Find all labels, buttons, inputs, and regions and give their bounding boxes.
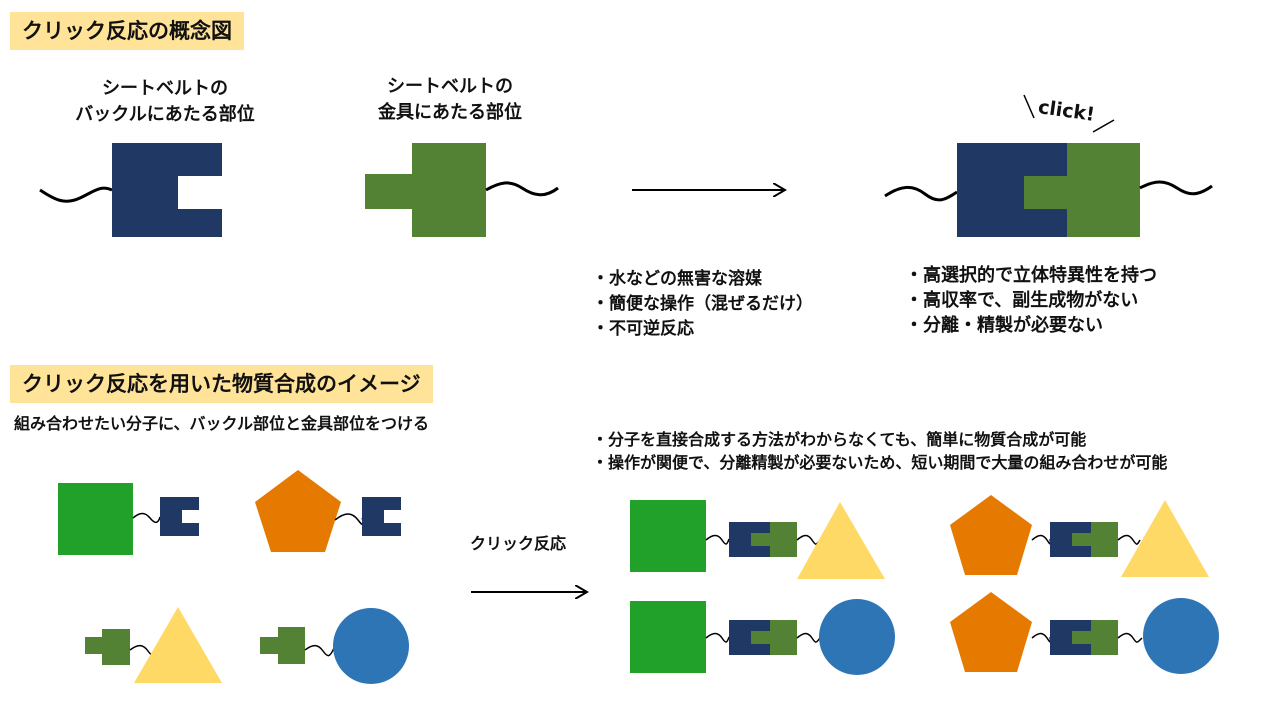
metal-caption: シートベルトの 金具にあたる部位: [325, 74, 575, 126]
feature-item: 不可逆反応: [592, 317, 813, 342]
feature-item: 分離・精製が必要ない: [905, 313, 1157, 338]
metal-caption-line-2: 金具にあたる部位: [378, 102, 522, 123]
product-features-list: 高選択的で立体特異性を持つ 高収率で、副生成物がない 分離・精製が必要ない: [905, 263, 1157, 338]
metal-shape: [260, 627, 305, 664]
metal-shape: [365, 143, 486, 237]
green-square: [630, 500, 706, 572]
tether-wave: [39, 186, 113, 203]
metal-shape: [1072, 620, 1118, 655]
blue-circle: [333, 608, 409, 684]
linker-wave: [334, 513, 365, 526]
synthesis-heading: クリック反応を用いた物質合成のイメージ: [10, 365, 433, 403]
yellow-triangle: [1121, 500, 1209, 577]
blue-circle: [819, 599, 895, 675]
buckle-shape: [1050, 522, 1091, 557]
tether-wave: [485, 181, 559, 197]
buckle-shape: [729, 620, 770, 655]
buckle-shape: [362, 497, 401, 536]
linker-wave: [132, 512, 161, 524]
buckle-shape: [160, 497, 199, 536]
feature-item: 高選択的で立体特異性を持つ: [905, 263, 1157, 288]
yellow-triangle: [797, 502, 885, 579]
synthesis-subtitle: 組み合わせたい分子に、バックル部位と金具部位をつける: [14, 414, 430, 433]
metal-shape: [1072, 522, 1118, 557]
concept-heading: クリック反応の概念図: [10, 12, 244, 50]
metal-shape: [85, 629, 130, 665]
blue-circle: [1143, 598, 1219, 674]
click-reaction-label: クリック反応: [470, 534, 567, 553]
reaction-features-list: 水などの無害な溶媒 簡便な操作（混ぜるだけ） 不可逆反応: [592, 267, 813, 342]
buckle-caption: シートベルトの バックルにあたる部位: [40, 76, 290, 128]
linker-wave: [796, 534, 821, 545]
benefit-item: 分子を直接合成する方法がわからなくても、簡単に物質合成が可能: [592, 428, 1167, 451]
benefit-item: 操作が関便で、分離精製が必要ないため、短い期間で大量の組み合わせが可能: [592, 451, 1167, 474]
linker-wave: [796, 632, 821, 643]
linker-wave: [1117, 534, 1141, 545]
linker-wave: [705, 632, 730, 643]
orange-pentagon: [255, 470, 341, 552]
linker-wave: [304, 644, 335, 657]
tether-wave: [1139, 180, 1213, 196]
green-square: [630, 601, 706, 673]
buckle-caption-line-2: バックルにあたる部位: [75, 104, 255, 125]
buckle-shape: [729, 522, 770, 557]
linker-wave: [1031, 632, 1052, 643]
orange-pentagon: [950, 592, 1032, 672]
feature-item: 水などの無害な溶媒: [592, 267, 813, 292]
linker-wave: [1117, 632, 1143, 643]
feature-item: 簡便な操作（混ぜるだけ）: [592, 292, 813, 317]
yellow-triangle: [134, 607, 222, 683]
tether-wave: [884, 186, 958, 202]
benefits-list: 分子を直接合成する方法がわからなくても、簡単に物質合成が可能 操作が関便で、分離…: [592, 428, 1167, 474]
linker-wave: [1031, 534, 1052, 545]
metal-caption-line-1: シートベルトの: [387, 76, 513, 97]
buckle-shape: [1050, 620, 1091, 655]
metal-shape: [751, 522, 797, 557]
metal-shape: [1024, 143, 1140, 237]
click-mark: [1023, 94, 1035, 119]
orange-pentagon: [950, 495, 1032, 575]
buckle-shape: [957, 143, 1067, 237]
metal-shape: [751, 620, 797, 655]
click-mark: [1092, 119, 1115, 133]
feature-item: 高収率で、副生成物がない: [905, 288, 1157, 313]
buckle-shape: [112, 143, 222, 237]
linker-wave: [705, 534, 730, 545]
buckle-caption-line-1: シートベルトの: [102, 78, 228, 99]
green-square: [58, 483, 133, 555]
